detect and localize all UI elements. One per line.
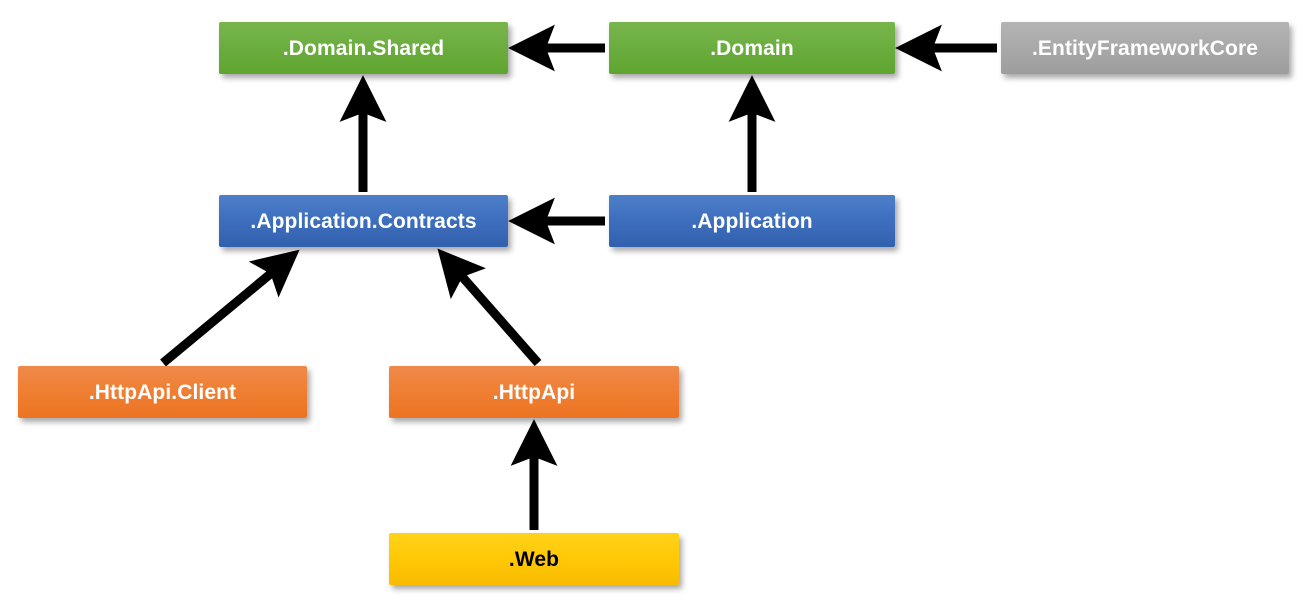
node-label: .Domain [710,36,794,60]
arrow-httpapi-client-to-application-contracts [160,249,300,367]
arrow-httpapi-to-application-contracts [437,248,542,366]
node-label: .Application.Contracts [250,209,477,233]
node-domain[interactable]: .Domain [609,22,895,74]
node-label: .HttpApi [492,380,576,404]
node-domain-shared[interactable]: .Domain.Shared [219,22,508,74]
node-entity-framework-core[interactable]: .EntityFrameworkCore [1001,22,1289,74]
node-httpapi-client[interactable]: .HttpApi.Client [18,366,307,418]
node-httpapi[interactable]: .HttpApi [389,366,679,418]
node-web[interactable]: .Web [389,533,679,585]
node-label: .Domain.Shared [282,36,445,60]
node-label: .Application [691,209,813,233]
node-application[interactable]: .Application [609,195,895,247]
node-application-contracts[interactable]: .Application.Contracts [219,195,508,247]
node-label: .EntityFrameworkCore [1031,36,1259,60]
node-label: .Web [508,547,560,571]
node-label: .HttpApi.Client [88,380,237,404]
